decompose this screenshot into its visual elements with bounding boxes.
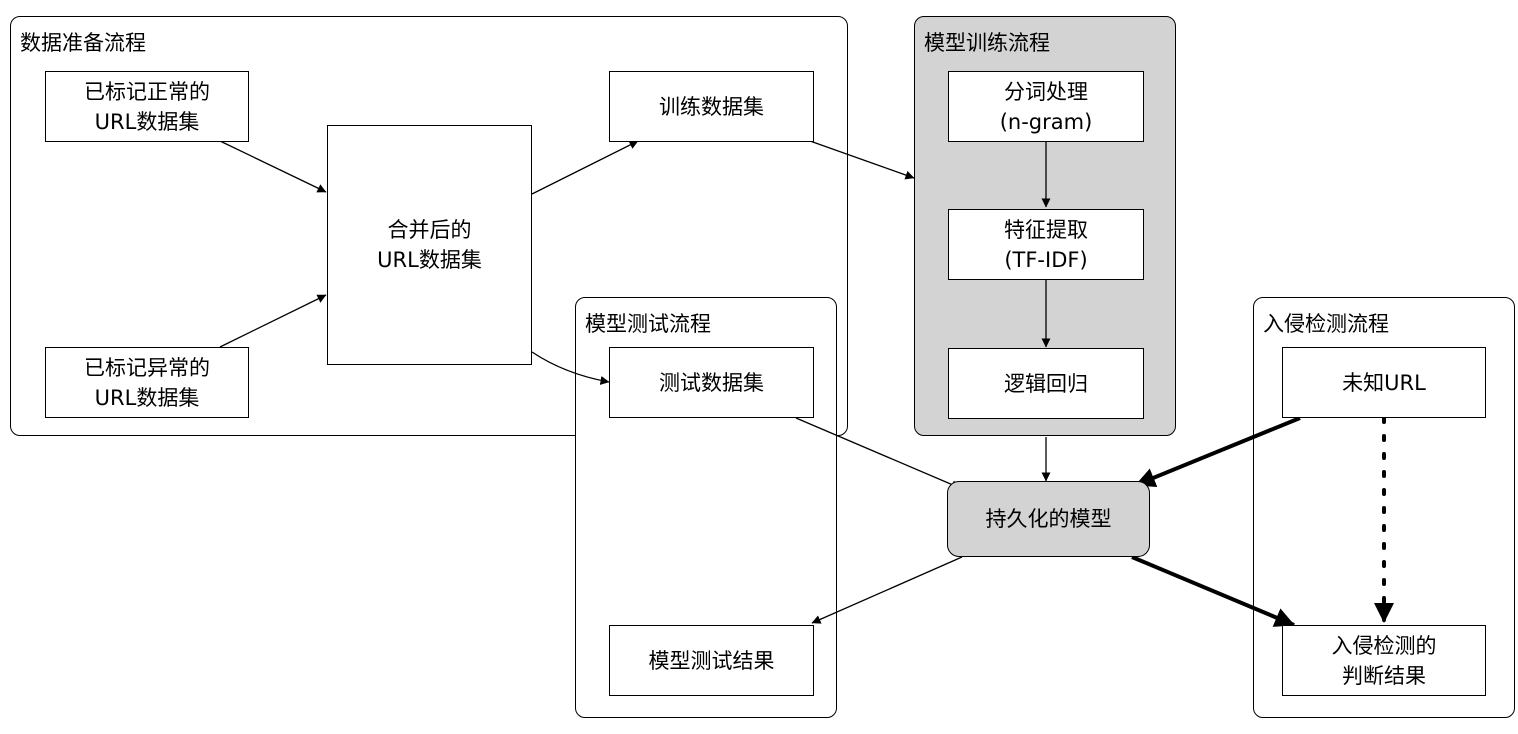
node-train-set: 训练数据集	[609, 71, 814, 142]
node-unknown-url: 未知URL	[1282, 347, 1486, 418]
node-logreg-label: 逻辑回归	[1004, 371, 1088, 396]
node-tokenize: 分词处理 (n-gram)	[948, 71, 1144, 142]
node-train-set-label: 训练数据集	[659, 94, 764, 119]
node-logreg: 逻辑回归	[948, 348, 1144, 419]
node-detect-result-line2: 判断结果	[1342, 663, 1426, 688]
node-merged-urls-line2: URL数据集	[377, 248, 482, 272]
edge-merged-to-test	[531, 351, 610, 385]
node-unknown-url-label: 未知URL	[1342, 370, 1426, 395]
node-merged-urls-line1: 合并后的	[387, 218, 472, 242]
node-test-set: 测试数据集	[609, 347, 814, 418]
node-abnormal-urls-line2: URL数据集	[94, 385, 200, 410]
node-tokenize-line2: (n-gram)	[999, 109, 1093, 134]
node-tokenize-line1: 分词处理	[1004, 79, 1088, 104]
data-prep-group	[10, 16, 848, 436]
edge-merged-to-train	[531, 140, 639, 195]
node-features-line2: (TF-IDF)	[1004, 247, 1088, 272]
node-abnormal-urls: 已标记异常的 URL数据集	[45, 347, 249, 418]
node-features: 特征提取 (TF-IDF)	[948, 209, 1144, 280]
node-abnormal-urls-line1: 已标记异常的	[84, 355, 210, 380]
edge-abnormal-to-merged	[219, 294, 327, 348]
node-features-line1: 特征提取	[1004, 217, 1088, 242]
train-group-label: 模型训练流程	[924, 31, 1050, 55]
node-merged-urls: 合并后的 URL数据集	[327, 125, 532, 365]
node-model: 持久化的模型	[947, 481, 1150, 557]
node-normal-urls-line2: URL数据集	[94, 109, 200, 134]
test-group-label: 模型测试流程	[585, 312, 711, 336]
node-test-result: 模型测试结果	[609, 625, 814, 696]
node-test-set-label: 测试数据集	[659, 370, 764, 395]
edge-train-to-tokenize	[809, 140, 915, 180]
edge-model-to-detect	[1131, 555, 1295, 627]
node-normal-urls-line1: 已标记正常的	[84, 79, 210, 104]
data-prep-group-label: 数据准备流程	[20, 31, 146, 55]
edge-unknown-to-model	[1135, 416, 1301, 488]
node-test-result-label: 模型测试结果	[648, 648, 775, 673]
node-detect-result-line1: 入侵检测的	[1331, 633, 1437, 658]
intrusion-group	[1253, 297, 1515, 718]
edge-model-to-result	[811, 556, 963, 624]
intrusion-group-label: 入侵检测流程	[1263, 312, 1389, 336]
node-normal-urls: 已标记正常的 URL数据集	[45, 71, 249, 142]
edge-normal-to-merged	[219, 140, 327, 193]
node-detect-result: 入侵检测的 判断结果	[1282, 625, 1486, 696]
node-model-label: 持久化的模型	[985, 507, 1112, 531]
edge-test-to-model	[795, 417, 961, 489]
